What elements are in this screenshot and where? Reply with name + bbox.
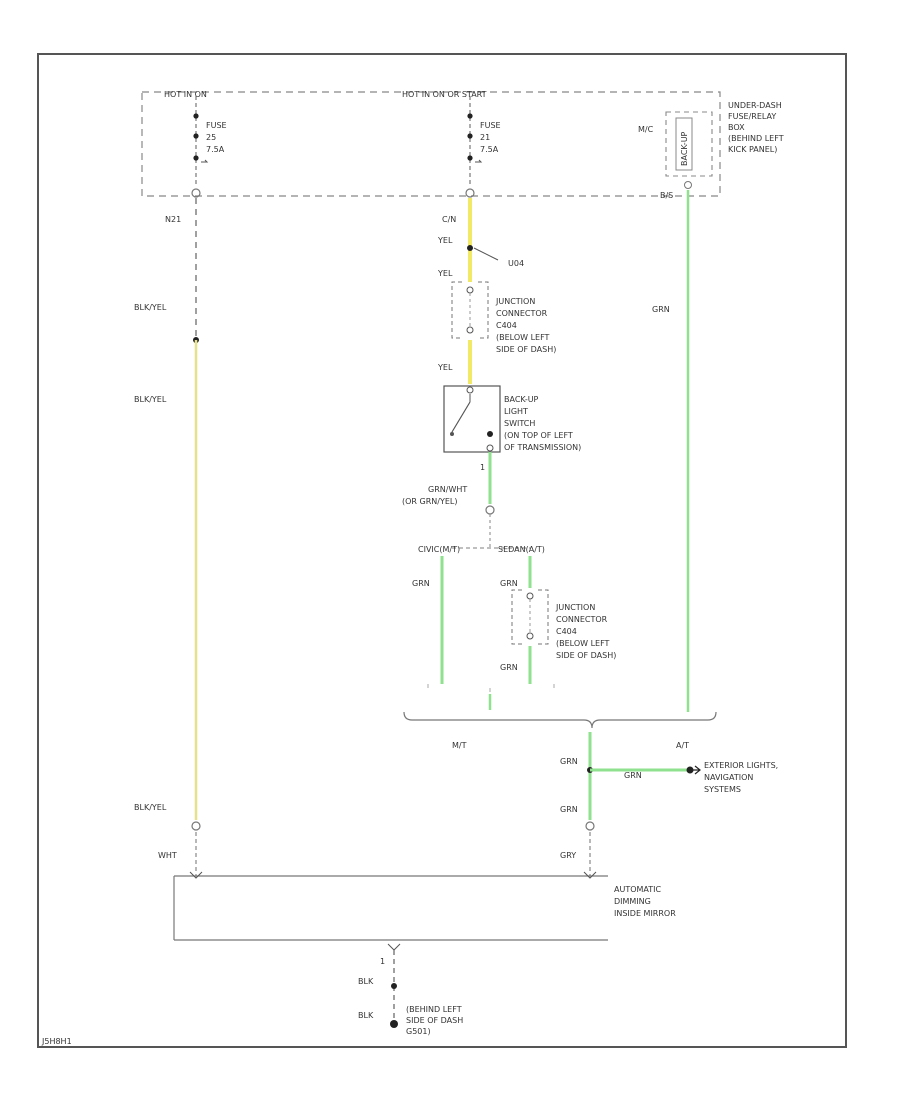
svg-text:B/S: B/S [660,191,673,200]
ground-terminal [390,1020,398,1028]
grn-label-a: GRN [412,579,430,588]
ground-label: (BEHIND LEFT SIDE OF DASH G501) [406,1005,466,1036]
wht-pin-label: WHT [158,851,177,860]
mirror-ground-pin [387,943,401,951]
blk-label-2: BLK [358,1011,374,1020]
grn-lower-connector [585,821,595,831]
grn-wht-alt-label: (OR GRN/YEL) [402,497,457,506]
ground-pin-1: 1 [380,957,385,966]
blk-junction [391,983,397,989]
grn-label-d: GRN [560,757,578,766]
backup-switch-label: BACK-UP LIGHT SWITCH (ON TOP OF LEFT OF … [504,395,581,452]
blk-yel-label-3: BLK/YEL [134,803,167,812]
switch-pin-1: 1 [480,463,485,472]
svg-text:M/C: M/C [638,125,654,134]
exterior-arrow [690,765,701,775]
figure-code: J5H8H1 [41,1037,72,1046]
mt-label: M/T [452,741,467,750]
svg-text:21: 21 [480,133,490,142]
grn-label-f: GRN [560,805,578,814]
splice-label: U04 [508,259,524,268]
svg-text:25: 25 [206,133,216,142]
grn-label-e: GRN [624,771,642,780]
yel-label-1: YEL [437,236,453,245]
hot-in-on-label: HOT IN ON [164,90,207,99]
junction-connector-1 [451,281,489,339]
grn-wht-label: GRN/WHT [428,485,467,494]
mirror-label: AUTOMATIC DIMMING INSIDE MIRROR [614,885,676,918]
fuse-21: FUSE 21 7.5A [465,96,501,198]
svg-text:7.5A: 7.5A [480,145,499,154]
svg-text:BACK-UP: BACK-UP [680,131,689,166]
fuse-box-label: UNDER-DASH FUSE/RELAY BOX (BEHIND LEFT K… [728,101,786,154]
junction-1-label: JUNCTION CONNECTOR C404 (BELOW LEFT SIDE… [495,297,556,354]
blk-label-1: BLK [358,977,374,986]
grn-label-right: GRN [652,305,670,314]
hot-in-on-or-start-label: HOT IN ON OR START [402,90,487,99]
exterior-lights-label: EXTERIOR LIGHTS, NAVIGATION SYSTEMS [704,761,781,794]
branch-left-label: CIVIC(M/T) [418,545,460,554]
diagram-frame [37,53,847,1048]
gry-pin-label: GRY [560,851,576,860]
grn-label-c: GRN [500,663,518,672]
trans-bracket [403,711,717,729]
at-label: A/T [676,741,689,750]
blk-yel-label-1: BLK/YEL [134,303,167,312]
splice-arrow [473,247,499,261]
blk-yel-connector [191,821,201,831]
yel-label-2: YEL [437,269,453,278]
junction-2-label: JUNCTION CONNECTOR C404 (BELOW LEFT SIDE… [555,603,616,660]
backup-relay: BACK-UP M/C B/S [638,111,713,200]
fuse-25: FUSE 25 7.5A [191,96,227,198]
grn-label-b: GRN [500,579,518,588]
junction-connector-2 [511,589,549,645]
grn-wht-connector [485,505,495,515]
yel-label-3: YEL [437,363,453,372]
fuse-box-outline [141,91,721,197]
svg-text:FUSE: FUSE [480,121,501,130]
auto-dimming-mirror [173,871,608,941]
svg-text:7.5A: 7.5A [206,145,225,154]
blk-yel-label-2: BLK/YEL [134,395,167,404]
backup-light-switch [443,385,501,453]
yel-splice [467,245,473,251]
svg-text:FUSE: FUSE [206,121,227,130]
pin-n21: N21 [165,215,181,224]
pin-cn: C/N [442,215,456,224]
branch-right-label: SEDAN(A/T) [498,545,545,554]
